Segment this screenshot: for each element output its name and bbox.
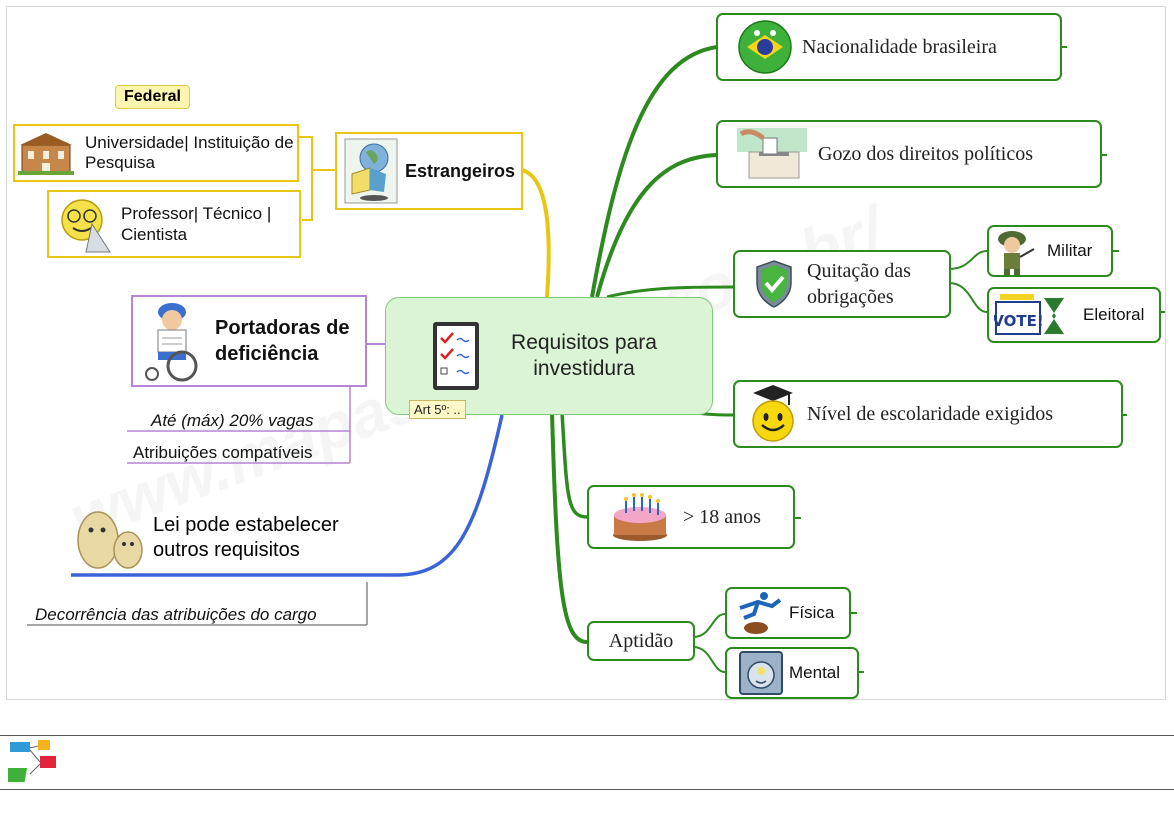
graduate-smiley-icon (747, 382, 799, 446)
central-title: Requisitos para investidura (511, 331, 657, 380)
scientist-smiley-icon (55, 193, 113, 255)
wheelchair-icon (137, 299, 207, 383)
node-label: Eleitoral (1083, 305, 1145, 324)
node-deficiencia[interactable]: Portadoras de deficiência (131, 295, 367, 387)
note-decorrencia: Decorrência das atribuições do cargo (35, 605, 317, 624)
brain-head-icon (737, 650, 785, 696)
central-tag[interactable]: Art 5º: .. (409, 400, 466, 419)
node-label: Professor| Técnico | Cientista (121, 204, 272, 244)
node-estrangeiros[interactable]: Estrangeiros (335, 132, 523, 210)
mind-map-canvas: www.mapasmentais.com.br/ (6, 6, 1166, 700)
connector-lines (27, 45, 1165, 673)
node-professor[interactable]: Professor| Técnico | Cientista (47, 190, 301, 258)
checklist-icon (426, 316, 486, 396)
globe-reader-icon (343, 137, 399, 205)
ballot-box-icon (732, 124, 812, 184)
node-nacionalidade[interactable]: Nacionalidade brasileira (716, 13, 1062, 81)
soldier-icon (991, 227, 1037, 275)
node-label: Estrangeiros (405, 160, 516, 181)
birthday-cake-icon (609, 490, 671, 544)
node-label: Quitação das obrigações (807, 260, 911, 308)
node-label: Portadoras de deficiência (215, 317, 350, 365)
footer-bottom-rule (0, 789, 1174, 790)
callout-federal[interactable]: Federal (115, 85, 190, 109)
node-label: Aptidão (608, 629, 674, 652)
note-vagas: Até (máx) 20% vagas (151, 411, 314, 430)
node-label: Nível de escolaridade exigidos (807, 402, 1054, 425)
svg-text:VOTE!: VOTE! (994, 312, 1044, 330)
node-label: Universidade| Instituição de Pesquisa (85, 133, 294, 172)
node-label: Física (789, 603, 835, 622)
node-eleitoral[interactable]: VOTE! Eleitoral (987, 287, 1161, 343)
node-label: > 18 anos (683, 505, 761, 528)
node-label: Mental (789, 663, 841, 682)
footer-top-rule (0, 735, 1174, 736)
node-label: Militar (1047, 241, 1093, 260)
vote-icon: VOTE! (993, 291, 1069, 339)
node-label: Gozo dos direitos políticos (818, 142, 1033, 165)
node-mental[interactable]: Mental (725, 647, 859, 699)
node-lei[interactable]: Lei pode estabelecer outros requisitos (71, 503, 391, 573)
node-quitacao[interactable]: Quitação das obrigações (733, 250, 951, 318)
runner-icon (733, 589, 783, 637)
potato-characters-icon (71, 505, 147, 571)
node-gozo-direitos[interactable]: Gozo dos direitos políticos (716, 120, 1102, 188)
node-label: Lei pode estabelecer outros requisitos (153, 514, 339, 561)
shield-check-icon (751, 256, 797, 312)
mindmap-logo-icon (0, 740, 60, 784)
node-idade[interactable]: > 18 anos (587, 485, 795, 549)
node-fisica[interactable]: Física (725, 587, 851, 639)
node-escolaridade[interactable]: Nível de escolaridade exigidos (733, 380, 1123, 448)
university-building-icon (17, 130, 75, 176)
brazil-smiley-icon (734, 16, 796, 78)
node-label: Nacionalidade brasileira (802, 35, 997, 58)
central-node[interactable]: Requisitos para investidura (385, 297, 713, 415)
node-militar[interactable]: Militar (987, 225, 1113, 277)
note-atribuicoes: Atribuições compatíveis (133, 443, 313, 462)
node-universidade[interactable]: Universidade| Instituição de Pesquisa (13, 124, 299, 182)
node-aptidao[interactable]: Aptidão (587, 621, 695, 661)
